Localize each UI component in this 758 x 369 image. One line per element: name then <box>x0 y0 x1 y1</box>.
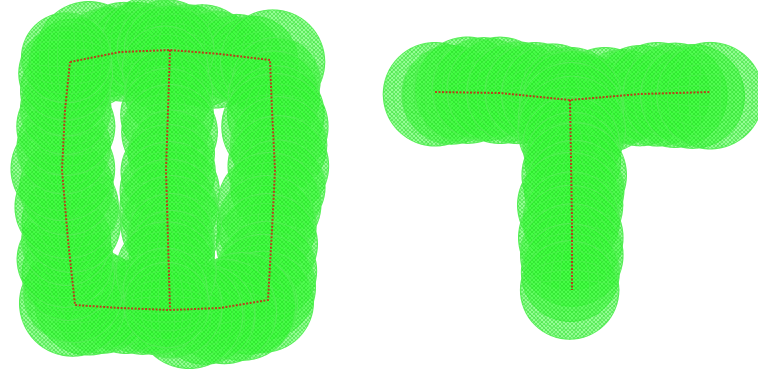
mesh-sphere <box>657 42 758 149</box>
t-shape <box>383 37 758 339</box>
mesh-sphere <box>124 262 210 348</box>
mesh-sphere <box>520 241 619 340</box>
double-loop-shape <box>11 0 329 369</box>
